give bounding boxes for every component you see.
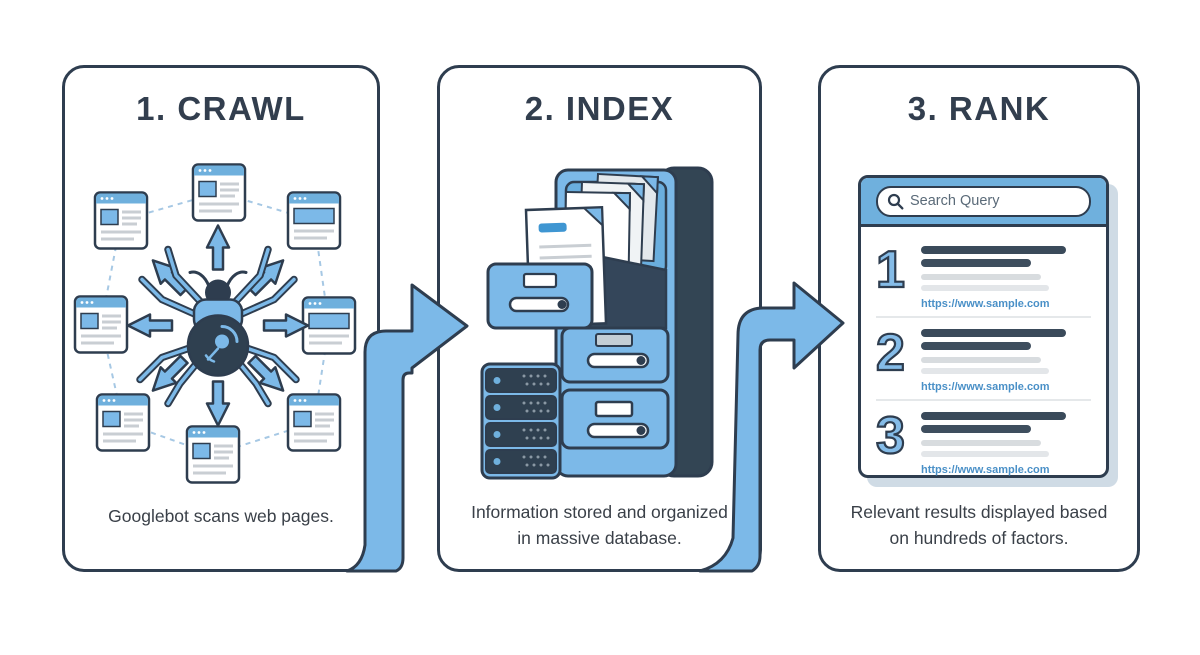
result-snippet-bar: [921, 440, 1041, 446]
index-caption: Information stored and organized in mass…: [446, 499, 753, 551]
search-input: Search Query: [876, 185, 1091, 217]
drawer-middle: [560, 326, 670, 384]
webpage-icon: [185, 425, 241, 484]
index-illustration: [480, 166, 714, 480]
result-title-bar: [921, 425, 1031, 433]
result-url: https://www.sample.com: [921, 464, 1050, 476]
results-list: 1 https://www.sample.com 2: [861, 227, 1106, 482]
server-rack-icon: [480, 362, 562, 480]
result-title-bar: [921, 342, 1031, 350]
rank-number: 2: [875, 324, 906, 382]
rank-title: 3. RANK: [907, 90, 1051, 127]
webpage-icon: [95, 393, 151, 452]
search-results-window: Search Query 1 https://www.sample.com 2: [858, 175, 1109, 478]
result-title-bar: [921, 246, 1066, 254]
flow-arrow-icon: [345, 283, 469, 573]
rank-number: 1: [875, 241, 906, 299]
rank-caption: Relevant results displayed based on hund…: [827, 499, 1131, 551]
search-icon: [887, 193, 904, 210]
result-content: https://www.sample.com: [914, 409, 1091, 476]
drawer-bottom: [560, 388, 670, 450]
rank-number: 3: [875, 407, 906, 465]
spider-icon: [136, 245, 300, 408]
webpage-icon: [73, 295, 129, 354]
index-caption-line: Information stored and organized: [471, 502, 728, 522]
webpage-icon: [191, 163, 247, 222]
result-row: 1 https://www.sample.com: [875, 235, 1091, 318]
result-title-bar: [921, 412, 1066, 420]
result-content: https://www.sample.com: [914, 243, 1091, 310]
result-url: https://www.sample.com: [921, 298, 1050, 310]
search-query-text: Search Query: [910, 193, 1000, 209]
result-row: 2 https://www.sample.com: [875, 318, 1091, 401]
result-title-bar: [921, 329, 1066, 337]
crawl-title: 1. CRAWL: [136, 90, 306, 127]
result-url: https://www.sample.com: [921, 381, 1050, 393]
rank-caption-line: Relevant results displayed based: [850, 502, 1108, 522]
crawl-caption: Googlebot scans web pages.: [71, 503, 371, 529]
panel-rank: 3. RANK Search Query 1: [818, 65, 1140, 572]
index-title: 2. INDEX: [524, 90, 675, 127]
webpage-icon: [93, 191, 149, 250]
result-snippet-bar: [921, 357, 1041, 363]
result-snippet-bar: [921, 368, 1049, 374]
crawl-illustration: [73, 163, 357, 484]
result-snippet-bar: [921, 274, 1041, 280]
crawl-link-ring: [99, 191, 331, 456]
index-caption-line: in massive database.: [517, 528, 682, 548]
result-snippet-bar: [921, 451, 1049, 457]
drawer-open-front: [486, 262, 594, 330]
flow-arrow-icon: [698, 281, 845, 573]
result-content: https://www.sample.com: [914, 326, 1091, 393]
browser-header: Search Query: [861, 178, 1106, 227]
webpage-icon: [286, 393, 342, 452]
crawl-caption-line: Googlebot scans web pages.: [108, 506, 334, 526]
result-title-bar: [921, 259, 1031, 267]
result-row: 3 https://www.sample.com: [875, 401, 1091, 482]
rank-caption-line: on hundreds of factors.: [889, 528, 1069, 548]
result-snippet-bar: [921, 285, 1049, 291]
webpage-icon: [286, 191, 342, 250]
